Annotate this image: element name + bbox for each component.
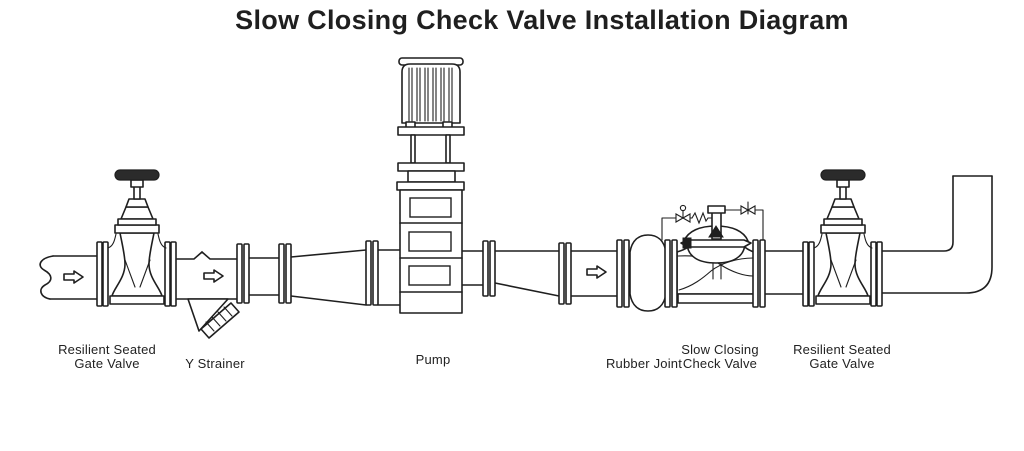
pump-symbol: [396, 57, 465, 314]
flanges: [236, 239, 766, 308]
flow-arrow-icon: [63, 270, 84, 284]
flow-arrow-icon: [586, 265, 607, 279]
pilot-valve-icon: [675, 210, 691, 223]
label-gate-valve-right: Resilient Seated Gate Valve: [793, 342, 891, 371]
label-pump: Pump: [415, 352, 451, 367]
y-strainer-symbol: [176, 250, 240, 339]
label-check-valve: Slow Closing Check Valve: [681, 342, 759, 371]
flow-arrows: [63, 265, 607, 284]
pipe-break-symbol: [39, 255, 54, 300]
label-rubber-joint: Rubber Joint: [605, 356, 683, 371]
rubber-joint-symbol: [629, 234, 667, 312]
motor-body: [401, 63, 461, 124]
diaphragm-bowl: [686, 243, 746, 264]
strainer-cap: [200, 302, 240, 339]
motor-fins: [408, 67, 453, 122]
needle-valve-icon: [691, 211, 713, 225]
flow-arrow-icon: [203, 269, 224, 283]
pilot-piping: [661, 201, 764, 241]
pipeline: [39, 175, 993, 306]
gate-valve-symbol-right: [802, 169, 883, 307]
label-y-strainer: Y Strainer: [185, 356, 245, 371]
gate-valve-symbol-left: [96, 169, 177, 307]
check-valve-symbol: [661, 201, 764, 304]
pilot-valve-icon: [740, 201, 756, 215]
label-gate-valve-left: Resilient Seated Gate Valve: [58, 342, 156, 371]
page-title: Slow Closing Check Valve Installation Di…: [235, 5, 849, 35]
